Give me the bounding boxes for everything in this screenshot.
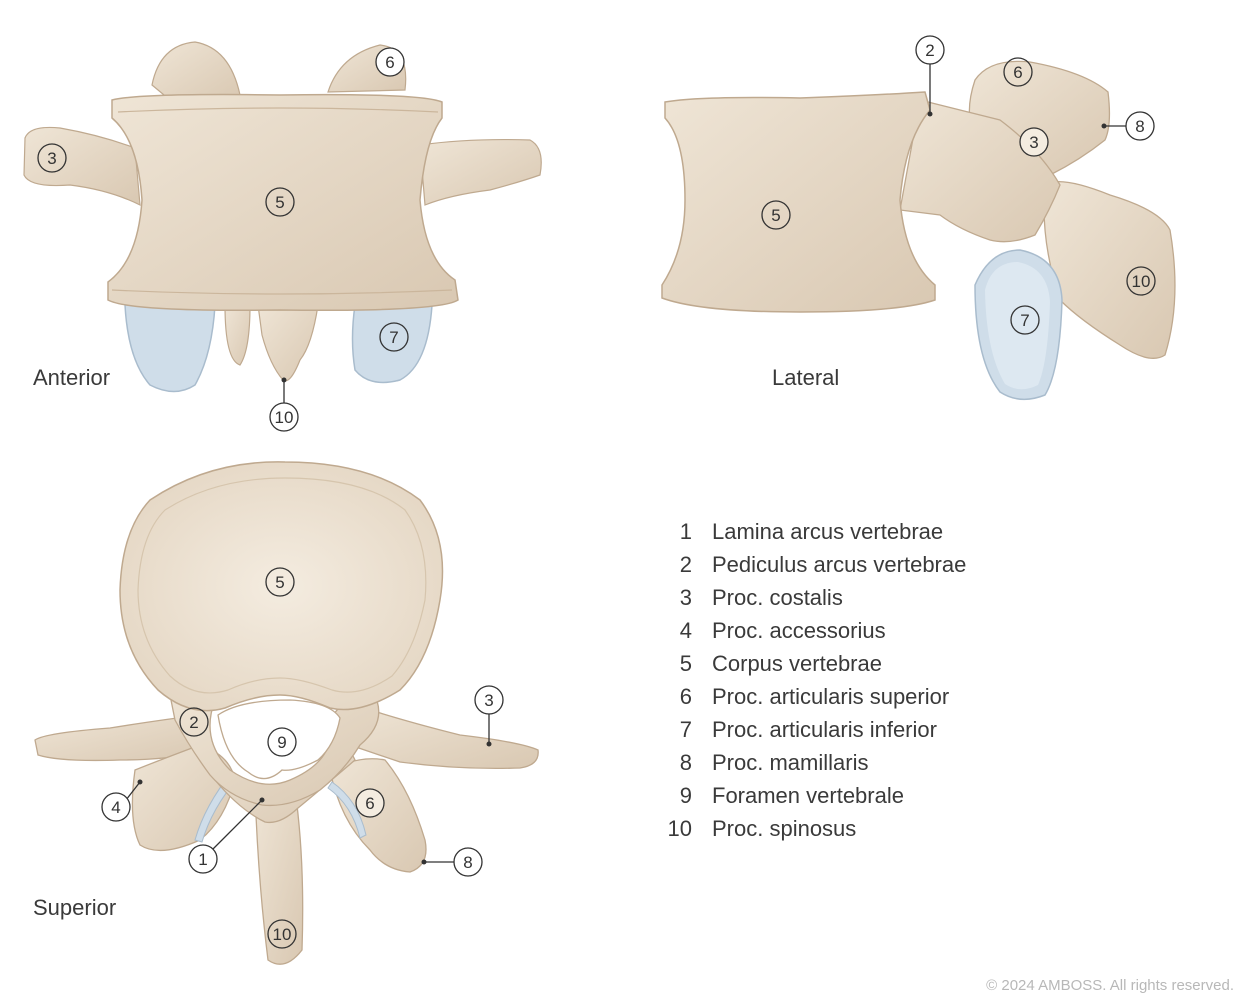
callouts: 6 3 5 7 10 2 6 8 3 5 10 7 5 9 2 bbox=[37, 35, 1156, 949]
callout-superior-6: 6 bbox=[355, 788, 385, 818]
svg-text:5: 5 bbox=[275, 573, 284, 592]
callout-lateral-2: 2 bbox=[915, 35, 945, 117]
callout-anterior-6: 6 bbox=[375, 47, 405, 77]
svg-text:2: 2 bbox=[925, 41, 934, 60]
legend-item: 7 Proc. articularis inferior bbox=[660, 713, 966, 746]
callout-anterior-3: 3 bbox=[37, 143, 67, 173]
callout-lateral-8: 8 bbox=[1101, 111, 1155, 141]
lateral-spinous-process bbox=[1043, 181, 1176, 359]
legend-number: 4 bbox=[679, 617, 692, 643]
legend-item: 1 Lamina arcus vertebrae bbox=[660, 515, 966, 548]
legend-label: Foramen vertebrale bbox=[712, 782, 904, 808]
superior-view bbox=[34, 461, 539, 965]
svg-text:4: 4 bbox=[111, 798, 120, 817]
legend-label: Proc. spinosus bbox=[712, 815, 857, 841]
callout-lateral-7: 7 bbox=[1010, 305, 1040, 335]
callout-lateral-3: 3 bbox=[1019, 127, 1049, 157]
legend-number: 3 bbox=[679, 584, 692, 610]
anterior-costal-left bbox=[23, 126, 141, 207]
callout-superior-2: 2 bbox=[179, 707, 209, 737]
legend-label: Proc. accessorius bbox=[712, 617, 886, 643]
callout-superior-4: 4 bbox=[101, 779, 143, 822]
anterior-sup-articular-left bbox=[151, 41, 241, 101]
svg-text:6: 6 bbox=[385, 53, 394, 72]
anterior-inf-articular-right bbox=[351, 304, 433, 384]
anterior-inf-articular-left bbox=[124, 304, 216, 393]
legend-item: 6 Proc. articularis superior bbox=[660, 680, 966, 713]
callout-superior-3: 3 bbox=[474, 685, 504, 747]
callout-superior-8: 8 bbox=[421, 847, 483, 877]
svg-text:5: 5 bbox=[771, 206, 780, 225]
superior-foramen bbox=[217, 699, 341, 780]
copyright-notice: © 2024 AMBOSS. All rights reserved. bbox=[986, 977, 1234, 994]
svg-text:7: 7 bbox=[1020, 311, 1029, 330]
superior-costal-right bbox=[349, 704, 539, 770]
callout-lateral-6: 6 bbox=[1003, 57, 1033, 87]
legend-item: 5 Corpus vertebrae bbox=[660, 647, 966, 680]
legend-label: Proc. costalis bbox=[712, 584, 843, 610]
legend-item: 9 Foramen vertebrale bbox=[660, 779, 966, 812]
legend-label: Proc. mamillaris bbox=[712, 749, 869, 775]
callout-anterior-7: 7 bbox=[379, 322, 409, 352]
anterior-view bbox=[23, 41, 542, 393]
legend-label: Proc. articularis inferior bbox=[712, 716, 937, 742]
legend: 1 Lamina arcus vertebrae 2 Pediculus arcus… bbox=[660, 515, 967, 845]
legend-label: Lamina arcus vertebrae bbox=[712, 518, 944, 544]
svg-text:8: 8 bbox=[1135, 117, 1144, 136]
anterior-vertebral-body bbox=[107, 93, 459, 312]
superior-articular-right bbox=[329, 758, 427, 873]
anterior-spinous-left bbox=[224, 304, 251, 366]
legend-item: 3 Proc. costalis bbox=[660, 581, 966, 614]
legend-number: 7 bbox=[679, 716, 692, 742]
legend-label: Proc. articularis superior bbox=[712, 683, 950, 709]
view-label-superior: Superior bbox=[33, 895, 117, 920]
view-label-anterior: Anterior bbox=[33, 365, 111, 390]
svg-text:3: 3 bbox=[47, 149, 56, 168]
superior-vertebral-body bbox=[119, 461, 444, 712]
legend-label: Pediculus arcus vertebrae bbox=[712, 551, 967, 577]
svg-text:8: 8 bbox=[463, 853, 472, 872]
svg-text:6: 6 bbox=[365, 794, 374, 813]
legend-item: 8 Proc. mamillaris bbox=[660, 746, 966, 779]
legend-item: 2 Pediculus arcus vertebrae bbox=[660, 548, 967, 581]
callout-anterior-10: 10 bbox=[269, 377, 299, 432]
svg-text:3: 3 bbox=[1029, 133, 1038, 152]
legend-number: 2 bbox=[679, 551, 692, 577]
svg-text:5: 5 bbox=[275, 193, 284, 212]
callout-superior-10: 10 bbox=[267, 919, 297, 949]
legend-number: 5 bbox=[679, 650, 692, 676]
svg-text:10: 10 bbox=[275, 408, 294, 427]
anterior-spinous-center bbox=[257, 304, 319, 382]
legend-number: 8 bbox=[679, 749, 692, 775]
callout-anterior-5: 5 bbox=[265, 187, 295, 217]
legend-label: Corpus vertebrae bbox=[712, 650, 882, 676]
anterior-costal-right bbox=[419, 138, 542, 206]
svg-text:6: 6 bbox=[1013, 63, 1022, 82]
svg-text:7: 7 bbox=[389, 328, 398, 347]
legend-number: 10 bbox=[667, 815, 692, 841]
lateral-view bbox=[661, 60, 1176, 401]
svg-text:10: 10 bbox=[273, 925, 292, 944]
legend-number: 6 bbox=[679, 683, 692, 709]
callout-lateral-5: 5 bbox=[761, 200, 791, 230]
lateral-pedicle bbox=[899, 99, 1061, 243]
svg-text:2: 2 bbox=[189, 713, 198, 732]
lateral-vertebral-body bbox=[661, 91, 936, 313]
svg-text:3: 3 bbox=[484, 691, 493, 710]
legend-number: 1 bbox=[679, 518, 692, 544]
callout-superior-9: 9 bbox=[267, 727, 297, 757]
view-label-lateral: Lateral bbox=[772, 365, 840, 390]
callout-superior-5: 5 bbox=[265, 567, 295, 597]
svg-text:10: 10 bbox=[1132, 272, 1151, 291]
legend-number: 9 bbox=[679, 782, 692, 808]
callout-superior-1: 1 bbox=[188, 797, 265, 874]
legend-item: 10 Proc. spinosus bbox=[660, 812, 966, 845]
svg-text:9: 9 bbox=[277, 733, 286, 752]
callout-lateral-10: 10 bbox=[1126, 266, 1156, 296]
legend-item: 4 Proc. accessorius bbox=[660, 614, 966, 647]
svg-text:1: 1 bbox=[198, 850, 207, 869]
